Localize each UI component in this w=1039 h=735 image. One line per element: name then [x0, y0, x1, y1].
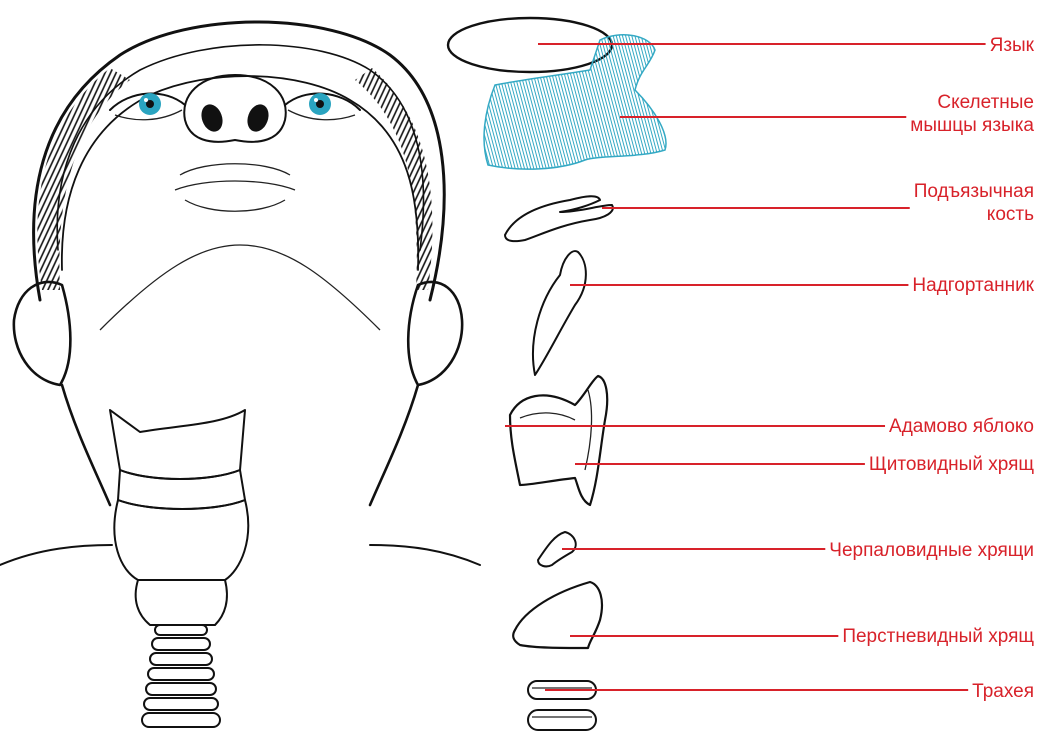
label-arytenoid-cartilages: Черпаловидные хрящи	[562, 540, 1034, 561]
right-ear	[408, 282, 462, 385]
shoulder-right	[370, 545, 480, 565]
neck-trachea	[142, 625, 220, 727]
neck-thyroid-top	[110, 410, 245, 479]
neck-thyroid-lower	[118, 470, 245, 509]
neck-right	[370, 385, 418, 505]
shoulder-left	[0, 545, 112, 565]
label-adams-apple: Адамово яблоко	[505, 416, 1034, 437]
label-text-trachea-1: Трахея	[972, 681, 1034, 702]
left-ear	[14, 282, 71, 385]
label-text-thyroid-cartilage-1: Щитовидный хрящ	[869, 454, 1034, 475]
hair	[34, 22, 445, 300]
label-text-arytenoid-cartilages-1: Черпаловидные хрящи	[829, 540, 1034, 561]
label-epiglottis: Надгортанник	[570, 275, 1035, 296]
neck-cricoid-band	[136, 580, 227, 625]
left-eye	[110, 93, 185, 120]
jaw-line	[100, 245, 380, 330]
label-text-adams-apple-1: Адамово яблоко	[889, 416, 1034, 437]
label-text-tongue-1: Язык	[990, 35, 1035, 56]
label-text-epiglottis-1: Надгортанник	[912, 275, 1034, 296]
thyroid-shape	[510, 376, 607, 505]
lips	[175, 164, 295, 212]
epiglottis-shape	[533, 251, 586, 375]
hyoid-shape	[505, 196, 613, 241]
label-thyroid-cartilage: Щитовидный хрящ	[575, 454, 1034, 475]
label-text-tongue-muscles-1: Скелетные	[937, 92, 1034, 113]
exploded-parts	[448, 18, 666, 730]
label-text-cricoid-cartilage-1: Перстневидный хрящ	[842, 626, 1034, 647]
neck-left	[62, 385, 110, 505]
neck-cricoid	[114, 500, 248, 580]
hair-right-hatch	[355, 68, 432, 290]
label-text-hyoid-1: Подъязычная	[914, 181, 1034, 202]
label-trachea: Трахея	[545, 681, 1034, 702]
label-text-hyoid-2: кость	[987, 204, 1034, 225]
label-cricoid-cartilage: Перстневидный хрящ	[570, 626, 1034, 647]
hair-left-hatch	[37, 68, 130, 290]
right-eye	[285, 93, 360, 120]
label-text-tongue-muscles-2: мышцы языка	[910, 115, 1034, 136]
neck-larynx	[110, 410, 248, 727]
cricoid-shape	[513, 582, 602, 648]
trachea-shape	[528, 681, 596, 730]
nose	[184, 75, 286, 142]
tongue-muscles-shape	[484, 35, 666, 169]
head-illustration	[0, 22, 480, 727]
